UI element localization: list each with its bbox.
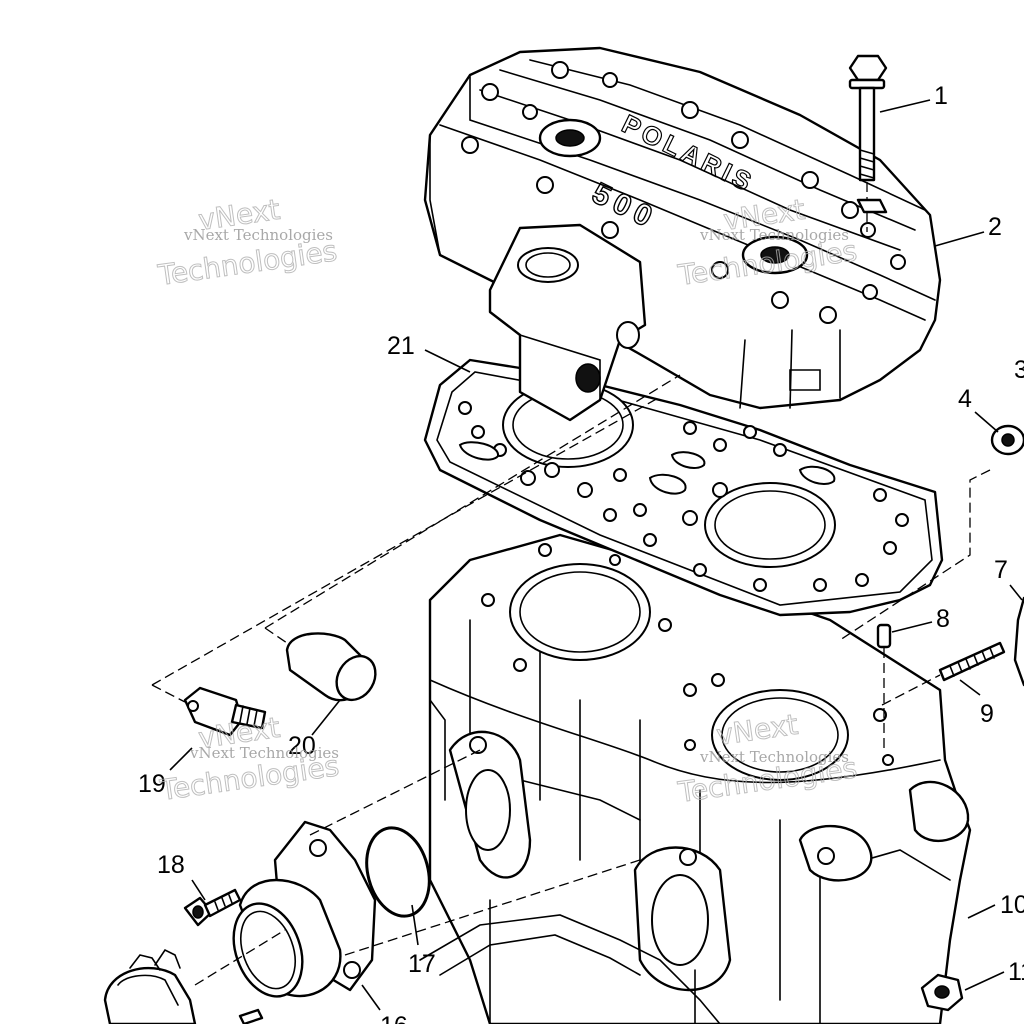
callout-9: 9: [980, 700, 994, 728]
washer: [990, 424, 1024, 456]
watermark-bottom-left: vNext vNext Technologies Technologies: [157, 710, 342, 807]
temperature-sensor: [183, 686, 267, 737]
intake-flange: [232, 820, 377, 998]
watermark-text: vNext Technologies: [699, 226, 849, 244]
callout-7: 7: [994, 556, 1008, 584]
cylinder-block: [419, 533, 972, 1024]
nut: [920, 973, 964, 1012]
small-stud: [238, 1008, 264, 1024]
callout-1: 1: [934, 82, 948, 110]
bolt-washer: [856, 198, 888, 214]
leader-lines: [169, 99, 1023, 1011]
watermark-text: vNext Technologies: [183, 226, 333, 244]
callout-2: 2: [988, 213, 1002, 241]
o-ring: [365, 826, 431, 918]
head-bolt: [848, 54, 888, 182]
hose-clamp: [103, 948, 197, 1024]
callout-10: 10: [1000, 891, 1024, 919]
dowel-pin: [876, 623, 892, 649]
cylinder-head: POLARIS 500: [423, 46, 942, 422]
callout-4: 4: [958, 385, 972, 413]
stud: [938, 641, 1006, 682]
callout-21: 21: [387, 332, 415, 360]
watermark-text: vNext Technologies: [189, 744, 339, 762]
watermark-text: vNext Technologies: [699, 748, 849, 766]
flange-bolt: [183, 888, 242, 927]
callout-11: 11: [1008, 958, 1024, 986]
callout-20: 20: [288, 732, 316, 760]
head-gasket: [423, 358, 944, 617]
watermark-top-left: vNext vNext Technologies Technologies: [155, 192, 340, 292]
part-7-edge: [1013, 596, 1024, 687]
callout-16: 16: [380, 1012, 408, 1024]
callout-8: 8: [936, 605, 950, 633]
plug: [285, 632, 377, 702]
callout-19: 19: [138, 770, 166, 798]
callouts: 1 2 3 4 7 8 9 10 11 16 17 18 19 20 21: [138, 82, 1024, 1024]
callout-18: 18: [157, 851, 185, 879]
callout-3: 3: [1014, 356, 1024, 384]
callout-17: 17: [408, 950, 436, 978]
